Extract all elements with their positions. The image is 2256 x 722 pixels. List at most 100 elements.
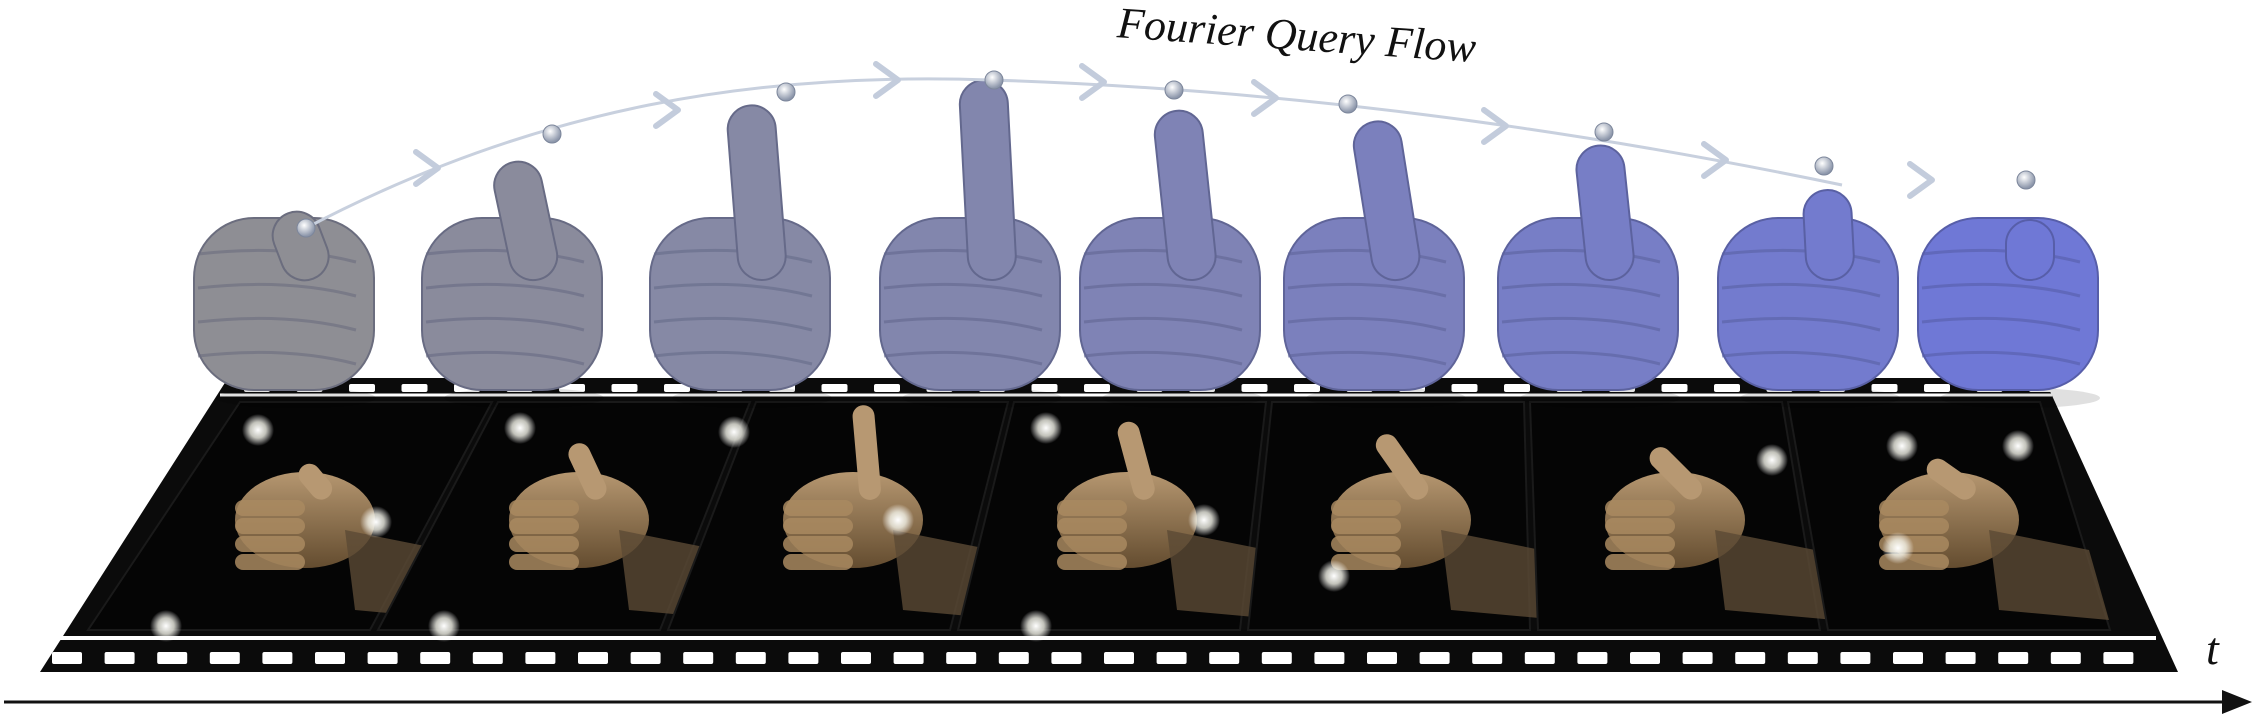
- light-spot: [718, 416, 750, 448]
- light-spot: [428, 610, 460, 642]
- finger-crease: [425, 316, 585, 332]
- sprocket-hole: [1241, 384, 1268, 392]
- video-frame: [86, 401, 494, 631]
- time-axis-label: t: [2206, 623, 2220, 674]
- sprocket-hole: [1577, 652, 1608, 664]
- sprocket-hole: [1209, 652, 1240, 664]
- light-spot: [150, 610, 182, 642]
- finger-shape: [1605, 518, 1675, 534]
- query-point: [984, 70, 1004, 90]
- mesh-shadow: [1740, 388, 1900, 408]
- finger-shape: [235, 554, 305, 570]
- flow-direction-chevrons: [413, 61, 1935, 199]
- sprocket-hole: [420, 652, 451, 664]
- sprocket-hole: [1924, 384, 1950, 392]
- finger-shape: [1331, 518, 1401, 534]
- hand-mesh: [1079, 109, 1262, 408]
- sprocket-hole: [2103, 652, 2134, 664]
- finger-crease: [883, 350, 1043, 366]
- video-frame: [1246, 401, 1561, 631]
- finger-crease: [1083, 282, 1243, 298]
- sprocket-hole: [611, 384, 638, 392]
- sprocket-hole: [104, 652, 135, 664]
- flow-chevron: [413, 149, 441, 187]
- thumb-shape: [1375, 434, 1429, 500]
- query-point: [1594, 122, 1614, 142]
- sprocket-hole: [1261, 652, 1292, 664]
- thumb-shape: [852, 405, 881, 500]
- sprocket-hole: [630, 652, 661, 664]
- sprocket-hole: [874, 384, 900, 392]
- flow-chevron: [1079, 63, 1107, 101]
- mesh-thumb: [1802, 189, 1855, 282]
- video-frame: [956, 401, 1287, 631]
- finger-crease: [1287, 350, 1447, 366]
- finger-shape: [1057, 536, 1127, 552]
- light-spot: [882, 504, 914, 536]
- hand-mesh: [1717, 189, 1900, 408]
- sprocket-hole: [1893, 652, 1923, 664]
- sprocket-hole: [1367, 652, 1397, 664]
- finger-crease: [1721, 350, 1881, 366]
- mesh-shadow: [1520, 388, 1680, 408]
- finger-shape: [1057, 554, 1127, 570]
- sprocket-hole: [1524, 652, 1555, 664]
- thumb-shape: [1117, 421, 1155, 500]
- light-spot: [242, 414, 274, 446]
- finger-crease: [1287, 282, 1447, 298]
- forearm-shape: [1715, 530, 1835, 620]
- light-spot: [1318, 560, 1350, 592]
- forearm-shape: [1989, 530, 2109, 620]
- flow-chevron: [653, 91, 681, 129]
- finger-shape: [235, 500, 305, 516]
- sprocket-hole: [1419, 652, 1450, 664]
- hand-mesh: [193, 210, 376, 408]
- finger-crease: [1083, 350, 1243, 366]
- sprocket-hole: [1156, 652, 1187, 664]
- query-point: [542, 124, 562, 144]
- film-strip: [40, 378, 2178, 672]
- query-point: [1338, 94, 1358, 114]
- hand-mesh: [1283, 120, 1466, 408]
- flow-chevron: [1907, 161, 1935, 199]
- mesh-shadow: [1102, 388, 1262, 408]
- sprocket-hole: [367, 652, 398, 664]
- finger-crease: [653, 316, 813, 332]
- sprocket-hole: [998, 652, 1029, 664]
- query-point: [776, 82, 796, 102]
- finger-crease: [1501, 350, 1661, 366]
- light-spot: [2002, 430, 2034, 462]
- sprocket-hole: [1735, 652, 1766, 664]
- finger-shape: [1057, 518, 1127, 534]
- sprocket-hole: [664, 384, 690, 392]
- sprocket-hole: [1630, 652, 1660, 664]
- light-spot: [1756, 444, 1788, 476]
- sprocket-hole: [262, 652, 293, 664]
- finger-crease: [197, 316, 357, 332]
- sprocket-hole: [893, 652, 924, 664]
- light-spot: [1188, 504, 1220, 536]
- sprocket-hole: [1871, 384, 1898, 392]
- finger-crease: [1501, 282, 1661, 298]
- mesh-shadow: [672, 388, 832, 408]
- light-spot: [360, 506, 392, 538]
- sprocket-hole: [683, 652, 714, 664]
- sprocket-hole: [1104, 652, 1134, 664]
- finger-shape: [509, 554, 579, 570]
- finger-crease: [197, 350, 357, 366]
- sprocket-hole: [157, 652, 188, 664]
- sprocket-hole: [1451, 384, 1478, 392]
- sprocket-hole: [1472, 652, 1503, 664]
- finger-shape: [509, 536, 579, 552]
- sprocket-hole: [841, 652, 871, 664]
- hand-mesh: [1497, 144, 1680, 408]
- query-point: [1164, 80, 1184, 100]
- mesh-shadow: [1306, 388, 1466, 408]
- sprocket-hole: [1787, 652, 1818, 664]
- hand-mesh-sequence: [193, 79, 2100, 408]
- sprocket-hole: [2050, 652, 2081, 664]
- hand-mesh: [1917, 217, 2100, 408]
- light-spot: [1020, 610, 1052, 642]
- sprocket-hole: [1661, 384, 1688, 392]
